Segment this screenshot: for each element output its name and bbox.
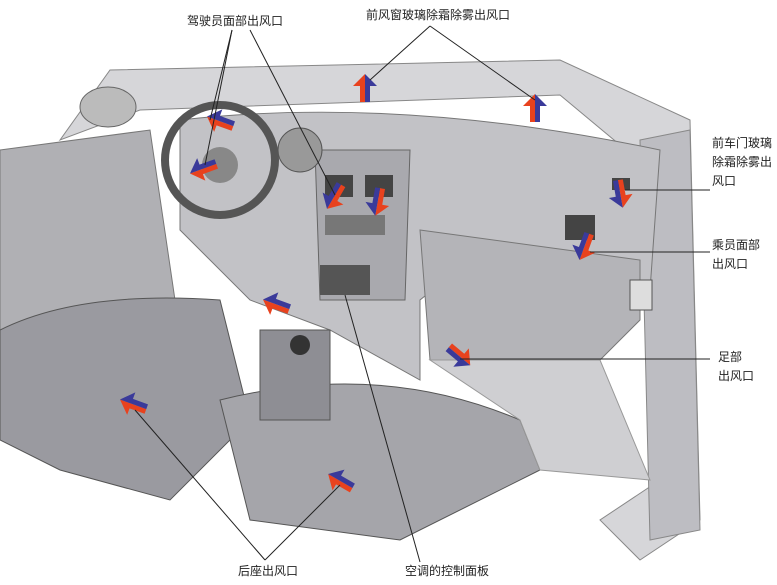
warm-air-half <box>579 233 595 261</box>
leader-line <box>429 25 536 101</box>
gear-knob <box>290 335 310 355</box>
airflow-arrow <box>328 469 355 493</box>
warm-air-half <box>328 474 353 493</box>
label-foot-vent: 足部 出风口 <box>718 348 754 386</box>
warm-air-half <box>617 179 633 208</box>
leader-line <box>369 25 431 81</box>
leader-lines <box>134 25 710 563</box>
gauge-cluster <box>277 127 323 173</box>
airflow-arrow <box>119 392 148 415</box>
airflow-arrow <box>262 292 291 315</box>
cool-air-half <box>328 469 355 488</box>
cool-air-half <box>572 232 590 261</box>
control-panel <box>320 265 370 295</box>
warm-air-half <box>375 188 390 216</box>
warm-air-half <box>119 399 147 415</box>
airflow-arrow <box>523 94 547 122</box>
warm-air-half <box>353 74 365 102</box>
leader-line <box>134 409 266 561</box>
a-pillar <box>639 129 701 541</box>
warm-air-half <box>327 184 346 209</box>
floor <box>428 359 651 481</box>
cool-air-half <box>206 109 235 127</box>
label-line: 足部 <box>718 350 743 364</box>
label-line: 除霜除雾出 <box>712 155 773 169</box>
cool-air-half <box>119 392 148 410</box>
label-windshield-defrost-vent: 前风窗玻璃除霜除雾出风口 <box>366 8 511 22</box>
label-line: 前车门玻璃 <box>712 136 773 150</box>
leader-line <box>204 29 233 166</box>
label-line: 出风口 <box>712 257 749 271</box>
airflow-arrow <box>572 232 595 261</box>
airflow-arrow <box>189 158 218 181</box>
radio-unit <box>325 215 385 235</box>
cool-air-half <box>445 347 471 367</box>
airflow-arrows <box>119 74 633 493</box>
airflow-arrow <box>608 179 633 208</box>
airflow-arrow <box>445 343 471 367</box>
label-control-panel: 空调的控制面板 <box>405 564 490 578</box>
cool-air-half <box>535 94 547 122</box>
label-driver-face-vent: 驾驶员面部出风口 <box>187 14 284 28</box>
leader-line <box>264 484 341 561</box>
leader-line <box>249 29 336 196</box>
label-line: 出风口 <box>718 369 755 383</box>
window-switches <box>629 279 653 311</box>
warm-air-half <box>189 163 218 181</box>
cool-air-half <box>189 158 217 174</box>
cool-air-half <box>365 74 377 102</box>
cool-air-half <box>262 292 291 310</box>
steering-wheel <box>161 101 279 219</box>
leader-line <box>344 294 421 563</box>
label-rear-seat-vent: 后座出风口 <box>238 564 299 578</box>
center-vent-right <box>365 175 393 197</box>
label-line: 风口 <box>712 174 737 188</box>
cool-air-half <box>322 182 341 209</box>
airflow-arrow <box>322 182 346 209</box>
steering-hub <box>202 147 238 183</box>
label-line: 乘员面部 <box>712 238 761 252</box>
airflow-arrow <box>353 74 377 102</box>
glovebox-area <box>419 229 641 361</box>
cool-air-half <box>365 187 381 216</box>
label-passenger-face-vent: 乘员面部 出风口 <box>712 236 760 274</box>
leader-line <box>209 29 233 121</box>
cool-air-half <box>608 180 623 208</box>
warm-air-half <box>448 343 471 366</box>
warm-air-half <box>523 94 535 122</box>
airflow-arrow <box>365 187 390 216</box>
warm-air-half <box>262 299 290 315</box>
side-mirror <box>79 86 137 128</box>
label-door-window-defrost-vent: 前车门玻璃 除霜除雾出 风口 <box>712 134 772 191</box>
